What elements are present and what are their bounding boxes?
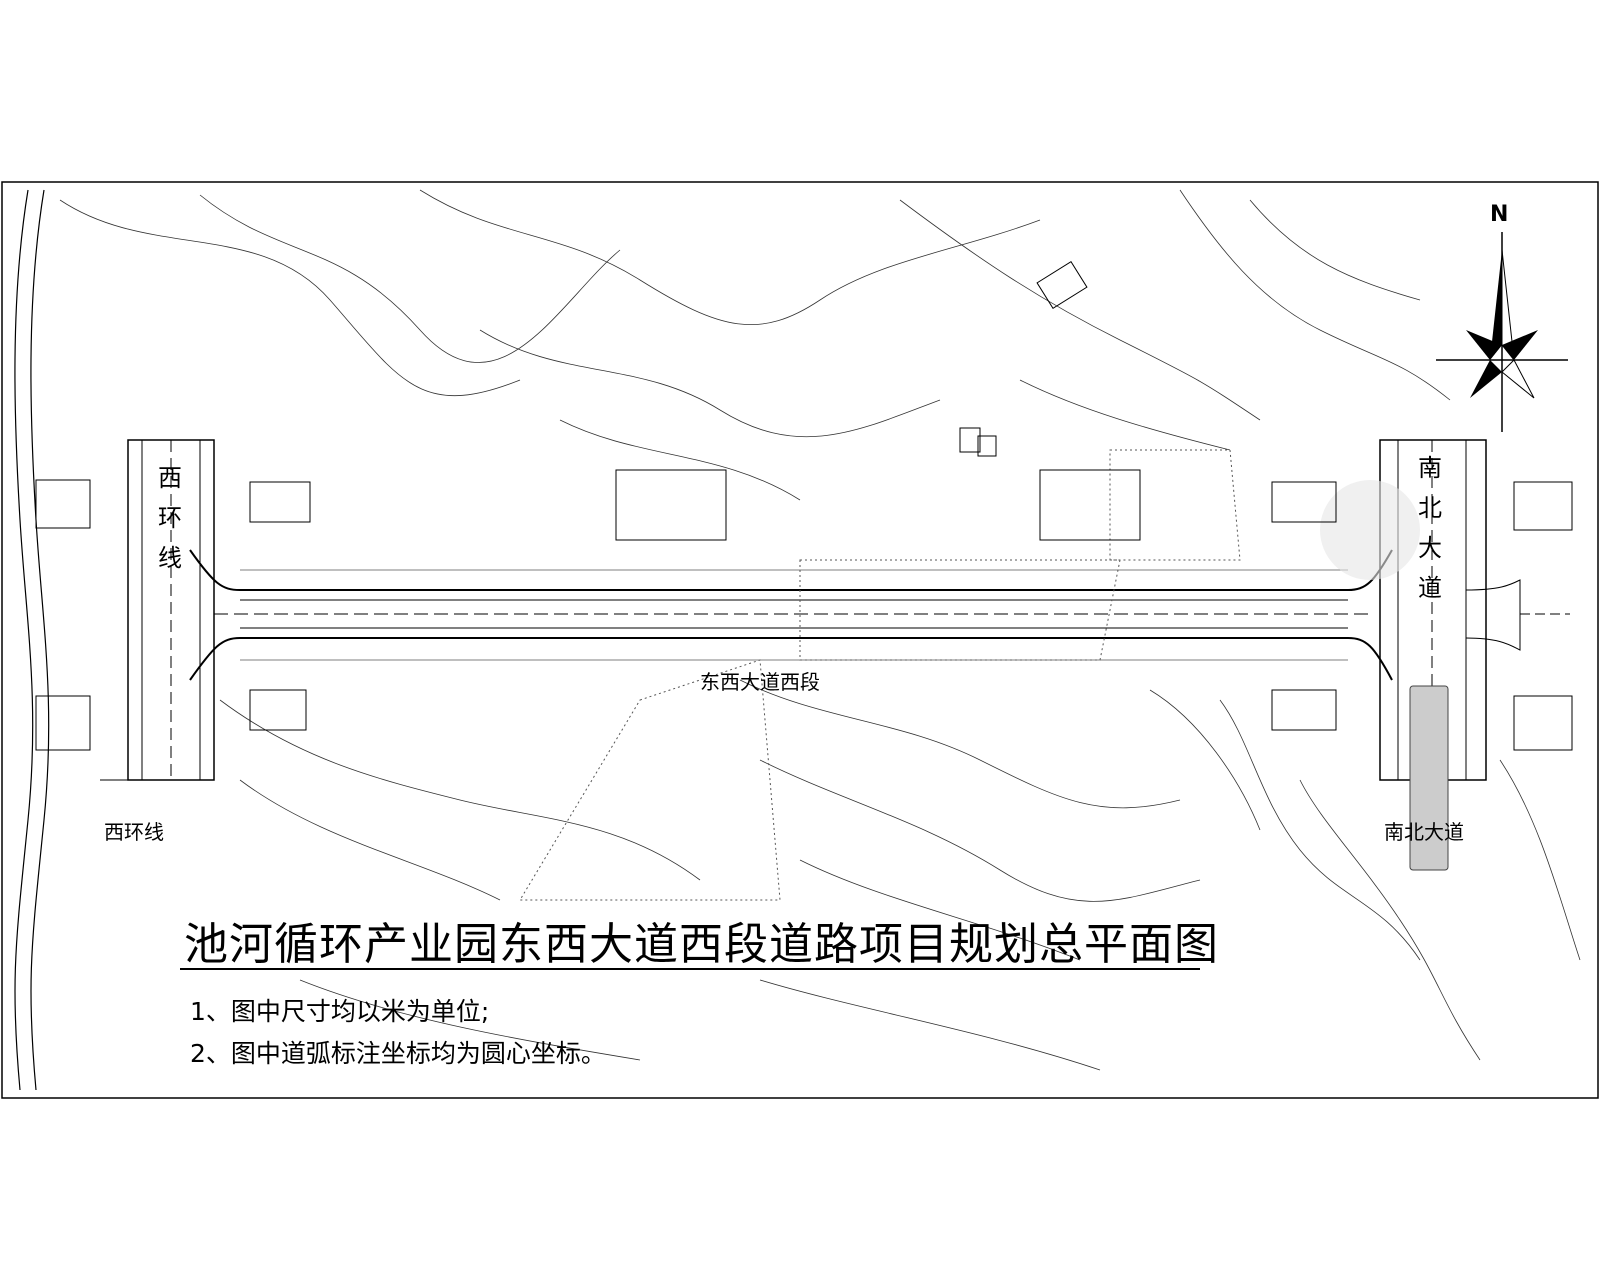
page-title: 池河循环产业园东西大道西段道路项目规划总平面图 — [184, 919, 1219, 970]
building — [1036, 260, 1088, 310]
north-arrow-icon — [1436, 232, 1568, 432]
boundary-road — [30, 189, 50, 1091]
note-2: 2、图中道弧标注坐标均为圆心坐标。 — [190, 1039, 606, 1068]
note-1: 1、图中尺寸均以米为单位; — [190, 997, 490, 1026]
west-ring-vertical-label: 西环线 — [158, 464, 182, 572]
highlight-marker — [1320, 480, 1420, 580]
contour-lines — [59, 189, 1581, 1071]
south-north-label: 南北大道 — [1384, 820, 1464, 844]
highlight-box — [1409, 685, 1449, 871]
north-label: N — [1490, 202, 1509, 227]
title-underline — [180, 968, 1200, 970]
coordinate-boxes — [35, 469, 1573, 751]
main-road-label: 东西大道西段 — [700, 670, 820, 694]
drawing-frame — [1, 181, 1599, 1099]
main-road — [189, 549, 1393, 681]
west-ring-label: 西环线 — [104, 820, 164, 844]
building — [977, 435, 997, 457]
south-north-vertical-label: 南北大道 — [1418, 454, 1442, 602]
boundary-road — [14, 189, 34, 1091]
west-ring-road — [100, 439, 215, 781]
south-north-road — [1379, 439, 1570, 781]
building — [959, 427, 981, 453]
vegetation-area — [519, 449, 1241, 901]
